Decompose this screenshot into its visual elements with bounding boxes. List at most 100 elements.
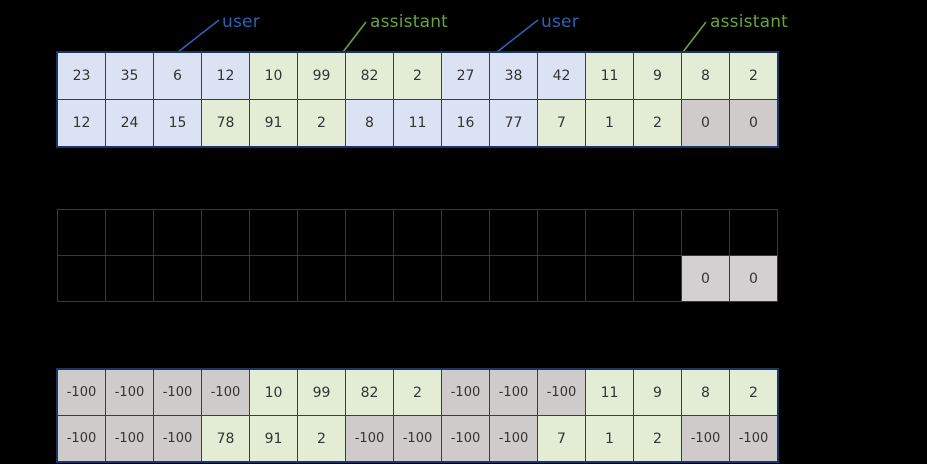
cell-assistant-r1c6: 99 xyxy=(297,52,346,100)
cell-empty-r1c10 xyxy=(489,209,538,256)
cell-padding-r2c1: -100 xyxy=(57,415,106,462)
cell-empty-r2c7 xyxy=(345,255,394,302)
cell-user-r2c8: 11 xyxy=(393,99,442,147)
cell-user-r2c10: 77 xyxy=(489,99,538,147)
cell-user-r2c3: 15 xyxy=(153,99,202,147)
cell-padding-r1c9: -100 xyxy=(441,369,490,416)
cell-user-r1c1: 23 xyxy=(57,52,106,100)
cell-assistant-r1c8: 2 xyxy=(393,369,442,416)
cell-assistant-r1c14: 8 xyxy=(681,52,730,100)
cell-padding-r2c2: -100 xyxy=(105,415,154,462)
cell-padding-r2c14: 0 xyxy=(681,99,730,147)
cell-empty-r1c1 xyxy=(57,209,106,256)
cell-empty-r1c6 xyxy=(297,209,346,256)
leader-line-user-1 xyxy=(177,19,220,53)
cell-padding-r2c14: -100 xyxy=(681,415,730,462)
cell-padding-r2c15: -100 xyxy=(729,415,778,462)
leader-line-user-3 xyxy=(496,19,539,53)
cell-assistant-r1c12: 11 xyxy=(585,369,634,416)
cell-empty-r1c7 xyxy=(345,209,394,256)
cell-user-r1c9: 27 xyxy=(441,52,490,100)
cell-empty-r1c11 xyxy=(537,209,586,256)
cell-user-r1c10: 38 xyxy=(489,52,538,100)
table-row xyxy=(57,209,778,256)
cell-user-r1c4: 12 xyxy=(201,52,250,100)
cell-assistant-r2c5: 91 xyxy=(249,415,298,462)
cell-assistant-r1c15: 2 xyxy=(729,369,778,416)
cell-padding-r1c3: -100 xyxy=(153,369,202,416)
cell-empty-r1c3 xyxy=(153,209,202,256)
cell-empty-r1c9 xyxy=(441,209,490,256)
cell-user-r1c11: 42 xyxy=(537,52,586,100)
cell-padding-r1c1: -100 xyxy=(57,369,106,416)
cell-assistant-r2c12: 1 xyxy=(585,415,634,462)
annotation-label-assistant-4: assistant xyxy=(710,12,789,32)
cell-user-r2c7: 8 xyxy=(345,99,394,147)
cell-assistant-r1c6: 99 xyxy=(297,369,346,416)
cell-assistant-r1c5: 10 xyxy=(249,52,298,100)
cell-assistant-r2c11: 7 xyxy=(537,99,586,147)
cell-padding-r2c15: 0 xyxy=(729,99,778,147)
cell-user-r2c2: 24 xyxy=(105,99,154,147)
cell-padding-r1c10: -100 xyxy=(489,369,538,416)
cell-empty-r1c15 xyxy=(729,209,778,256)
cell-assistant-r1c13: 9 xyxy=(633,369,682,416)
cell-empty-r2c11 xyxy=(537,255,586,302)
annotation-label-assistant-2: assistant xyxy=(370,12,449,32)
cell-assistant-r2c13: 2 xyxy=(633,99,682,147)
cell-padding-r2c8: -100 xyxy=(393,415,442,462)
cell-empty-r1c2 xyxy=(105,209,154,256)
cell-assistant-r2c4: 78 xyxy=(201,99,250,147)
cell-user-r2c9: 16 xyxy=(441,99,490,147)
cell-assistant-r1c15: 2 xyxy=(729,52,778,100)
annotation-label-user-3: user xyxy=(541,12,579,32)
cell-empty-r2c5 xyxy=(249,255,298,302)
cell-assistant-r2c12: 1 xyxy=(585,99,634,147)
cell-assistant-r1c7: 82 xyxy=(345,52,394,100)
cell-padding-r1c2: -100 xyxy=(105,369,154,416)
cell-assistant-r2c11: 7 xyxy=(537,415,586,462)
cell-empty-r1c5 xyxy=(249,209,298,256)
annotation-label-user-1: user xyxy=(222,12,260,32)
cell-assistant-r2c4: 78 xyxy=(201,415,250,462)
cell-empty-r2c6 xyxy=(297,255,346,302)
cell-padding-r2c14: 0 xyxy=(681,255,730,302)
cell-empty-r1c8 xyxy=(393,209,442,256)
cell-assistant-r1c14: 8 xyxy=(681,369,730,416)
cell-empty-r2c1 xyxy=(57,255,106,302)
cell-empty-r1c14 xyxy=(681,209,730,256)
cell-assistant-r1c7: 82 xyxy=(345,369,394,416)
cell-assistant-r1c12: 11 xyxy=(585,52,634,100)
cell-padding-r2c3: -100 xyxy=(153,415,202,462)
cell-assistant-r1c8: 2 xyxy=(393,52,442,100)
cell-empty-r2c12 xyxy=(585,255,634,302)
leader-line-assistant-4 xyxy=(682,21,707,53)
cell-padding-r1c4: -100 xyxy=(201,369,250,416)
cell-user-r2c1: 12 xyxy=(57,99,106,147)
cell-user-r1c2: 35 xyxy=(105,52,154,100)
cell-padding-r1c11: -100 xyxy=(537,369,586,416)
cell-empty-r2c10 xyxy=(489,255,538,302)
cell-empty-r2c8 xyxy=(393,255,442,302)
cell-empty-r2c9 xyxy=(441,255,490,302)
cell-assistant-r2c13: 2 xyxy=(633,415,682,462)
cell-padding-r2c9: -100 xyxy=(441,415,490,462)
cell-empty-r2c13 xyxy=(633,255,682,302)
cell-assistant-r2c6: 2 xyxy=(297,99,346,147)
cell-empty-r1c4 xyxy=(201,209,250,256)
cell-empty-r2c3 xyxy=(153,255,202,302)
cell-padding-r2c7: -100 xyxy=(345,415,394,462)
cell-padding-r2c10: -100 xyxy=(489,415,538,462)
cell-empty-r2c4 xyxy=(201,255,250,302)
cell-empty-r1c12 xyxy=(585,209,634,256)
cell-assistant-r2c5: 91 xyxy=(249,99,298,147)
cell-empty-r1c13 xyxy=(633,209,682,256)
